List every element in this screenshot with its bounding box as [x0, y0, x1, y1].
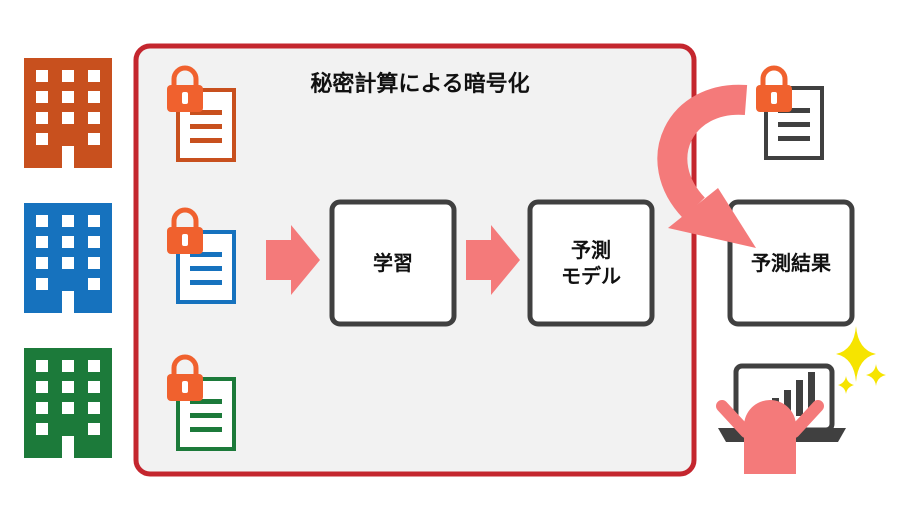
- sparkle-icon: [836, 326, 886, 394]
- output-document-icon: [756, 68, 824, 160]
- organization-building-icon-green: [24, 348, 112, 458]
- diagram-title: 秘密計算による暗号化: [310, 72, 530, 97]
- model-box: [527, 199, 655, 327]
- learning-label: 学習: [373, 251, 413, 275]
- celebrating-person-icon: [716, 400, 824, 474]
- model-label: 予測 モデル: [561, 238, 621, 288]
- organization-building-icon-orange: [24, 58, 112, 168]
- organization-building-icon-blue: [24, 203, 112, 313]
- result-label: 予測結果: [751, 251, 831, 275]
- curved-arrow-to-result: [657, 84, 756, 248]
- learning-box: [329, 199, 457, 327]
- result-box: [727, 199, 855, 327]
